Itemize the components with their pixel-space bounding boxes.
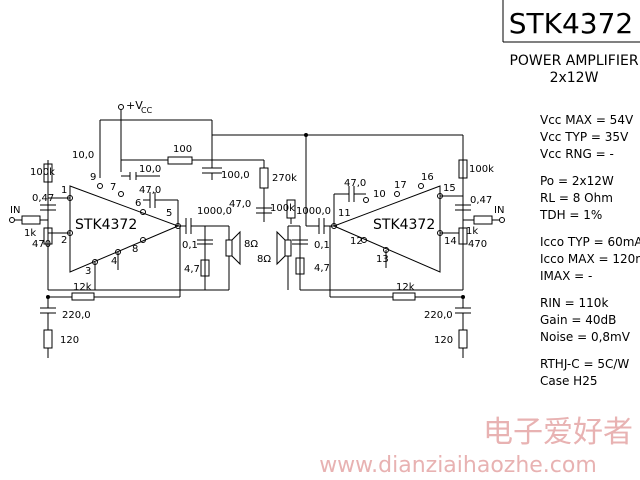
resistor-value-label: 4,7 xyxy=(314,263,330,274)
resistor-value-label: 1k xyxy=(24,228,36,239)
pin-label: 10 xyxy=(373,189,386,200)
right-ic-amplifier xyxy=(332,185,441,273)
spec-line: Icco MAX = 120mA xyxy=(540,252,640,266)
spec-list: Vcc MAX = 54V Vcc TYP = 35V Vcc RNG = - … xyxy=(539,113,640,388)
right-channel: STK4372 10 11 12 13 14 15 16 17 47,0 100… xyxy=(257,159,505,358)
spec-line: Icco TYP = 60mA xyxy=(540,235,640,249)
resistor-value-label: 100k xyxy=(30,167,55,178)
spec-line: Vcc RNG = - xyxy=(540,147,614,161)
cap-value-label: 0,1 xyxy=(314,240,330,251)
resistor-value-label: 470 xyxy=(468,239,487,250)
left-ic-label: STK4372 xyxy=(75,217,137,233)
right-ic-label: STK4372 xyxy=(373,217,435,233)
subtitle-power-amplifier: POWER AMPLIFIER xyxy=(509,53,638,69)
left-ic-amplifier xyxy=(69,185,180,273)
spec-line: Noise = 0,8mV xyxy=(540,330,631,344)
cap-value-label: 0,1 xyxy=(182,240,198,251)
speaker-right-icon xyxy=(284,239,292,257)
resistor-value-label: 12k xyxy=(73,282,92,293)
resistor-value-label: 12k xyxy=(396,282,415,293)
pin-label: 16 xyxy=(421,172,434,183)
pin-label: 13 xyxy=(376,254,389,265)
pin-label: 4 xyxy=(111,256,117,267)
pin-label: 5 xyxy=(166,208,172,219)
pin-label: 7 xyxy=(110,182,116,193)
cap-value-label: 0,47 xyxy=(32,193,54,204)
resistor-value-label: 120 xyxy=(60,335,79,346)
cap-value-label: 47,0 xyxy=(229,199,251,210)
resistor-value-label: 270k xyxy=(272,173,297,184)
pin-label: 3 xyxy=(85,266,91,277)
spec-line: RIN = 110k xyxy=(540,296,608,310)
cap-value-label: 1000,0 xyxy=(197,206,232,217)
center-bias-network: 47,0 100k xyxy=(229,135,307,226)
pin-label: 8 xyxy=(132,244,138,255)
speaker-impedance-label: 8Ω xyxy=(257,254,271,265)
pin-label: 1 xyxy=(61,185,67,196)
resistor-value-label: 100k xyxy=(469,164,494,175)
pin-label: 14 xyxy=(444,236,457,247)
cap-value-label: 0,47 xyxy=(470,195,492,206)
resistor-value-label: 100 xyxy=(173,144,192,155)
cap-value-label: 10,0 xyxy=(72,150,94,161)
resistor-value-label: 470 xyxy=(32,239,51,250)
spec-line: IMAX = - xyxy=(540,269,592,283)
cap-value-label: 220,0 xyxy=(62,310,91,321)
chip-title: STK4372 xyxy=(509,7,634,40)
spec-line: RTHJ-C = 5C/W xyxy=(540,357,629,371)
resistor-value-label: 100k xyxy=(270,203,295,214)
input-label-right: IN xyxy=(494,205,504,216)
cap-value-label: 47,0 xyxy=(139,185,161,196)
cap-value-label: 47,0 xyxy=(344,178,366,189)
cap-value-label: 10,0 xyxy=(139,164,161,175)
subtitle-power-rating: 2x12W xyxy=(550,70,599,86)
vcc-subscript: CC xyxy=(141,106,153,115)
cap-value-label: 1000,0 xyxy=(296,206,331,217)
spec-line: TDH = 1% xyxy=(539,208,602,222)
title-block: STK4372 POWER AMPLIFIER 2x12W xyxy=(502,0,640,86)
spec-line: Gain = 40dB xyxy=(540,313,616,327)
spec-line: RL = 8 Ohm xyxy=(540,191,613,205)
cap-value-label: 220,0 xyxy=(424,310,453,321)
watermark: 电子爱好者 www.dianziaihaozhe.com xyxy=(319,415,633,478)
left-channel: STK4372 1 2 3 4 5 6 7 8 9 10,0 100 10,0 … xyxy=(9,144,297,358)
spec-line: Case H25 xyxy=(540,374,597,388)
speaker-left-icon xyxy=(225,239,233,257)
pin-label: 12 xyxy=(350,236,363,247)
pin-label: 2 xyxy=(61,235,67,246)
spec-line: Vcc TYP = 35V xyxy=(540,130,629,144)
watermark-url: www.dianziaihaozhe.com xyxy=(319,453,597,478)
cap-value-label: 100,0 xyxy=(221,170,250,181)
spec-line: Vcc MAX = 54V xyxy=(540,113,634,127)
resistor-value-label: 1k xyxy=(466,226,478,237)
vcc-label: +V xyxy=(126,99,143,112)
vcc-supply: +V CC xyxy=(99,99,464,178)
spec-line: Po = 2x12W xyxy=(540,174,614,188)
pin-label: 15 xyxy=(443,183,456,194)
pin-label: 11 xyxy=(338,208,351,219)
watermark-chinese: 电子爱好者 xyxy=(483,415,633,450)
resistor-value-label: 4,7 xyxy=(184,264,200,275)
resistor-value-label: 120 xyxy=(434,335,453,346)
input-label-left: IN xyxy=(10,205,20,216)
pin-label: 17 xyxy=(394,180,407,191)
pin-label: 9 xyxy=(90,172,96,183)
pin-label: 6 xyxy=(135,198,141,209)
speaker-impedance-label: 8Ω xyxy=(244,239,258,250)
